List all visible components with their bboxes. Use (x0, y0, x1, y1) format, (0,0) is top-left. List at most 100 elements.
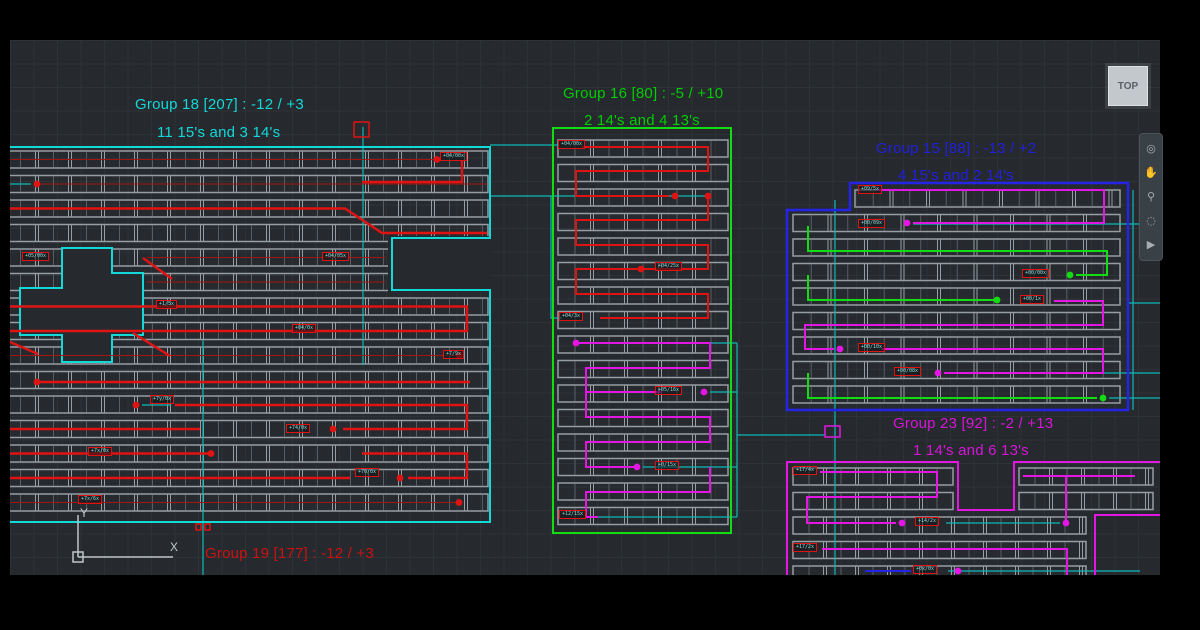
group-23-subtitle: 1 14's and 6 13's (913, 442, 1029, 459)
panel-row (792, 213, 1121, 233)
module-dividers (827, 386, 1087, 403)
wire-tag: +00/09x (858, 219, 886, 228)
connection-dot (455, 499, 463, 506)
wire-tag: +05/16x (655, 386, 683, 395)
panel-row (10, 419, 489, 439)
module-center-lines (808, 493, 938, 509)
wire-tag: +00/08x (894, 367, 922, 376)
module-dividers (590, 189, 696, 206)
panel-row (10, 493, 489, 512)
module-dividers (590, 140, 696, 157)
panel-row (1018, 467, 1154, 486)
wire-tag: +04/25x (655, 262, 683, 271)
module-center-lines (574, 165, 712, 181)
module-dividers (827, 288, 1087, 305)
wire-tag: +05/00x (22, 252, 50, 261)
panel-row (792, 491, 954, 511)
wire-tag: +7x/6x (78, 495, 103, 504)
string-wire (575, 196, 709, 319)
module-center-lines (574, 190, 712, 205)
connection-dot (329, 425, 337, 433)
show-motion-icon[interactable]: ▶ (1146, 238, 1156, 251)
marker-box (204, 523, 211, 531)
group-19-title: Group 19 [177] : -12 / +3 (205, 545, 374, 562)
panel-row (792, 385, 1121, 404)
string-wire (175, 403, 469, 431)
group-outline (10, 146, 491, 523)
group-outline (785, 181, 1130, 412)
panel-row (792, 467, 954, 486)
panel-row (1018, 491, 1154, 511)
connection-dot (132, 401, 140, 409)
module-center-lines (20, 372, 483, 388)
module-center-lines (574, 386, 712, 401)
panel-row (792, 565, 1087, 575)
group-18-subtitle: 11 15's and 3 14's (157, 124, 281, 141)
navigation-wheel-icon[interactable]: ◎ (1146, 142, 1156, 155)
group-23-title: Group 23 [92] : -2 / +13 (893, 415, 1054, 432)
string-wire (585, 392, 711, 468)
navigation-bar: ◎ ✋ ⚲ ◌ ▶ (1139, 133, 1163, 261)
connection-dot (633, 463, 641, 471)
panel-row (10, 370, 489, 390)
panel-row (854, 189, 1121, 208)
module-dividers (889, 190, 1113, 207)
cutout-mask (388, 236, 492, 292)
orbit-icon[interactable]: ◌ (1146, 214, 1156, 227)
module-dividers (590, 262, 696, 280)
connection-dot (704, 192, 712, 200)
wire-tag: +14/2x (915, 517, 940, 526)
wire-tag: +74/0x (286, 424, 311, 433)
connection-dot (433, 156, 441, 163)
zoom-icon[interactable]: ⚲ (1146, 190, 1156, 203)
wire-tag: +04/3x (559, 312, 584, 321)
group-15-subtitle: 4 15's and 2 14's (898, 167, 1014, 184)
marker-box (824, 425, 841, 438)
module-dividers (1049, 492, 1149, 510)
connection-dot (572, 339, 580, 347)
module-dividers (590, 238, 696, 255)
panel-row (10, 346, 489, 365)
connection-dot (954, 567, 962, 575)
viewcube-top[interactable]: TOP (1108, 66, 1148, 106)
group-outline (786, 461, 1160, 575)
ucs-origin-icon (72, 551, 84, 563)
panel-row (792, 238, 1121, 257)
panel-row (557, 359, 729, 379)
module-center-lines (808, 567, 1066, 575)
module-center-lines (810, 264, 1104, 280)
module-center-lines (574, 288, 712, 303)
group-16-subtitle: 2 14's and 4 13's (584, 112, 700, 129)
cad-drawing: YX (10, 121, 1160, 575)
connection-dot (836, 345, 844, 353)
wire-tag: +00/00x (1022, 269, 1050, 278)
marker-box (195, 523, 202, 531)
module-center-lines (810, 338, 1104, 353)
panel-row (557, 506, 729, 526)
connection-dot (207, 450, 215, 457)
pan-icon[interactable]: ✋ (1144, 166, 1158, 179)
panel-row (557, 384, 729, 403)
group-outline (1094, 514, 1160, 575)
panel-row (557, 482, 729, 501)
connection-dot (33, 378, 41, 386)
module-dividers (823, 492, 923, 510)
wire-tag: +7y/0x (150, 395, 175, 404)
panel-row (557, 188, 729, 207)
module-dividers (590, 164, 696, 182)
string-wire (10, 207, 487, 235)
wire-tag: +0x/0x (913, 565, 938, 574)
panel-row (792, 336, 1121, 355)
panel-row (557, 310, 729, 330)
module-center-lines (872, 191, 1093, 206)
wire-tag: +1/5x (156, 300, 178, 309)
connection-dot (1099, 394, 1107, 402)
wire-tag: +17/4x (793, 466, 818, 475)
module-center-lines (574, 214, 712, 230)
panel-row (557, 433, 729, 452)
wire-tag: +04/05x (322, 252, 350, 261)
module-dividers (590, 311, 696, 329)
group-outline (552, 127, 732, 534)
panel-row (557, 261, 729, 281)
